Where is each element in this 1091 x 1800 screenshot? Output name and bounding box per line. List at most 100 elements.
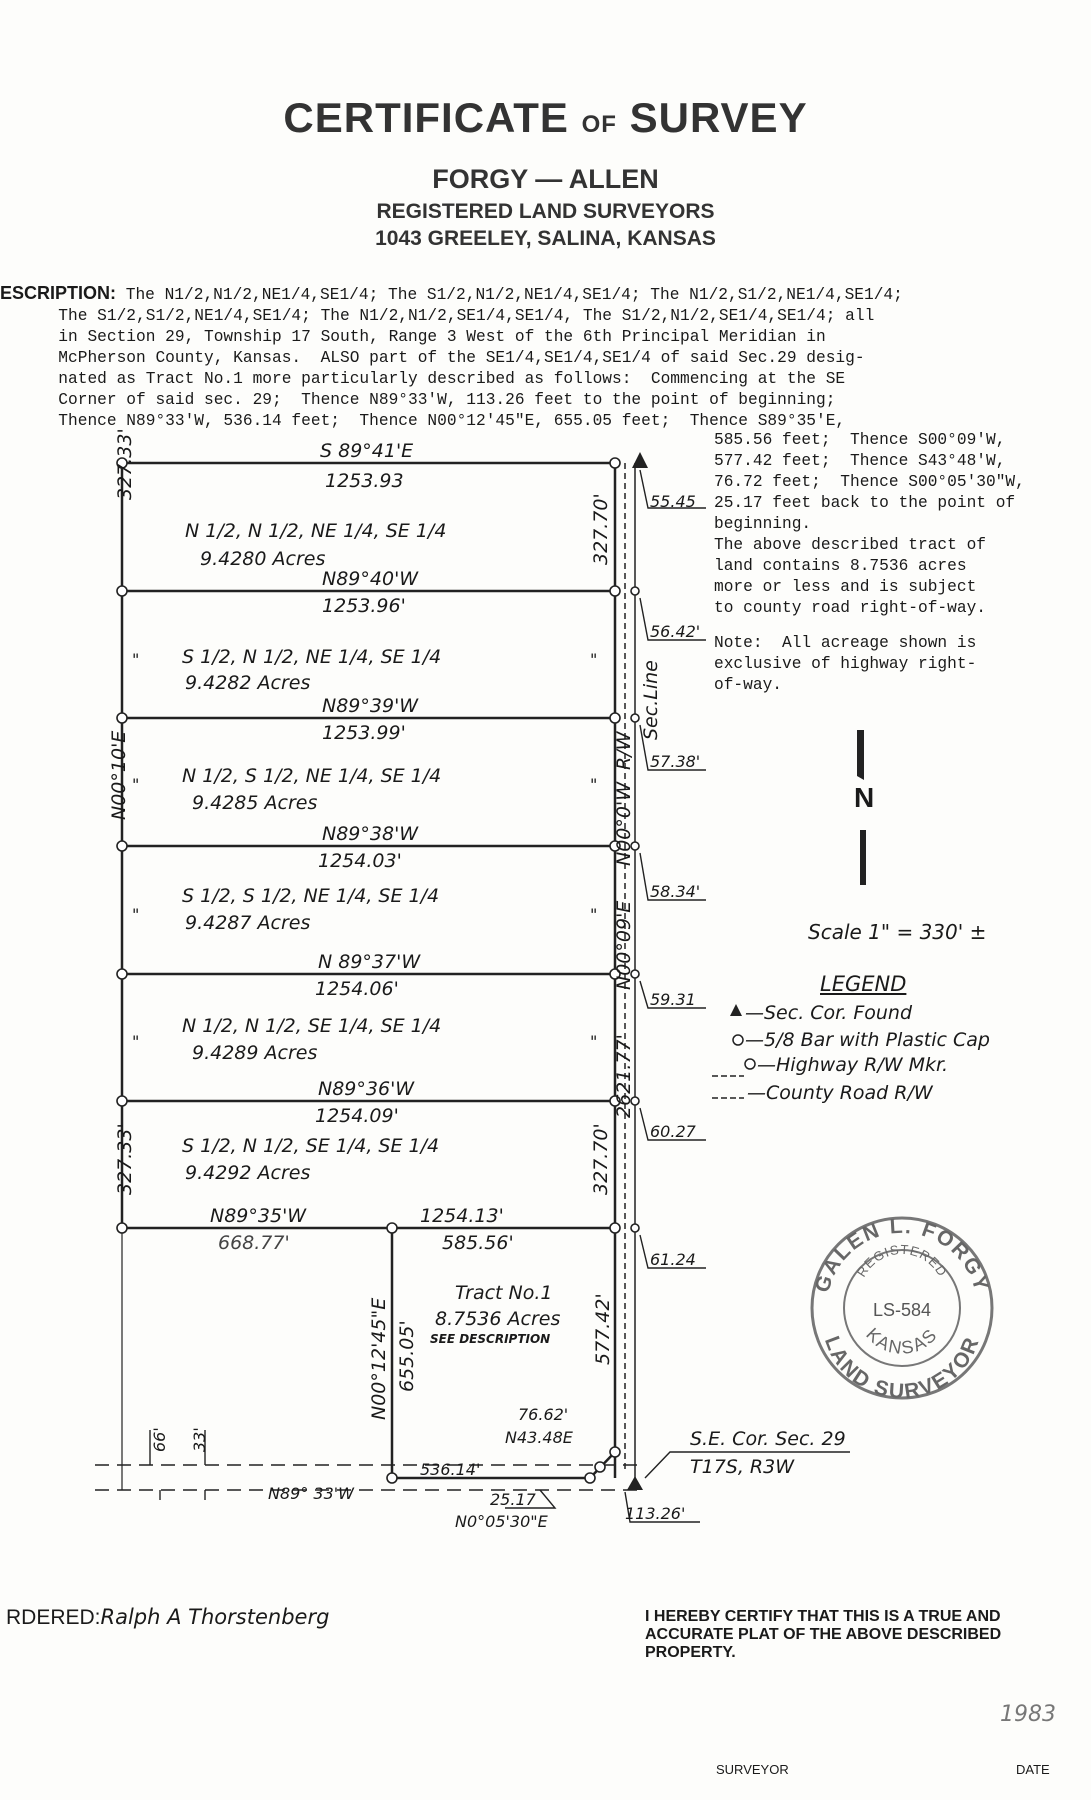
tract-acres: 9.4292 Acres <box>185 1162 311 1184</box>
bar-marker <box>609 1222 621 1234</box>
ditto-mark: " <box>132 650 140 669</box>
corner-label: S.E. Cor. Sec. 29 <box>690 1428 846 1450</box>
description-line: 585.56 feet; Thence S00°09'W, <box>714 431 1006 449</box>
note-line: Note: All acreage shown is <box>714 634 977 652</box>
south-distance: 536.14' <box>420 1460 481 1479</box>
description-line: 577.42 feet; Thence S43°48'W, <box>714 452 1006 470</box>
right-bottom-distance: 327.70' <box>590 1123 612 1195</box>
legend-item: —Highway R/W Mkr. <box>757 1054 949 1076</box>
left-bottom-distance: 327.33' <box>114 1123 136 1195</box>
bottom-right-distance: 585.56' <box>442 1232 514 1254</box>
seal-state: KANSAS <box>862 1324 940 1358</box>
corner-township: T17S, R3W <box>690 1456 794 1478</box>
section-corner-found-icon <box>632 452 648 468</box>
tract-name: S 1/2, N 1/2, NE 1/4, SE 1/4 <box>182 646 442 668</box>
line-bearing: N89°40'W <box>322 568 419 590</box>
tract-name: S 1/2, N 1/2, SE 1/4, SE 1/4 <box>182 1135 440 1157</box>
tract1-see-description: SEE DESCRIPTION <box>430 1332 551 1346</box>
title-survey: SURVEY <box>629 94 808 141</box>
description-continued: 585.56 feet; Thence S00°09'W, 577.42 fee… <box>714 430 1025 619</box>
rw-marker <box>630 1096 640 1106</box>
certification-statement: I HEREBY CERTIFY THAT THIS IS A TRUE AND… <box>645 1608 1002 1661</box>
ditto-mark: " <box>132 1032 140 1051</box>
ditto-mark: " <box>590 905 598 924</box>
tract-acres: 9.4282 Acres <box>185 672 311 694</box>
bar-marker <box>609 840 621 852</box>
offset-leader <box>639 1107 706 1141</box>
tract1-name: Tract No.1 <box>455 1282 553 1304</box>
corner-leader <box>644 1451 850 1479</box>
bar-marker <box>386 1222 398 1234</box>
bar-marker <box>386 1472 398 1484</box>
offset-leader <box>639 980 706 1009</box>
short-bearing: N0°05'30"E <box>455 1512 548 1531</box>
tract1-east-distance: 577.42' <box>592 1293 614 1365</box>
bottom-left-distance: 668.77' <box>218 1232 290 1254</box>
rw-marker <box>630 841 640 851</box>
bar-marker <box>609 457 621 469</box>
top-distance: 1253.93 <box>325 470 404 492</box>
acreage-note: Note: All acreage shown is exclusive of … <box>714 633 976 696</box>
scale-label: Scale 1" = 330' ± <box>808 920 987 944</box>
description-line: Thence N89°33'W, 536.14 feet; Thence N00… <box>58 412 846 430</box>
legend-item: —5/8 Bar with Plastic Cap <box>745 1029 990 1051</box>
offset-leader <box>639 1234 706 1269</box>
line-distance: 1254.06' <box>315 978 399 1000</box>
description-line: The above described tract of <box>714 536 986 554</box>
diagonal-distance: 76.62' <box>518 1405 569 1424</box>
short-leader <box>505 1489 557 1509</box>
description-line: in Section 29, Township 17 South, Range … <box>58 328 826 346</box>
tract-acres: 9.4289 Acres <box>192 1042 318 1064</box>
svg-text:KANSAS: KANSAS <box>862 1324 942 1358</box>
description-line: The S1/2,S1/2,NE1/4,SE1/4; The N1/2,N1/2… <box>58 307 875 325</box>
ditto-mark: " <box>132 775 140 794</box>
offset-distance: 58.34' <box>650 882 701 901</box>
road-66: 66' <box>150 1427 169 1452</box>
offset-leader <box>639 724 706 771</box>
ordered-name: Ralph A Thorstenberg <box>100 1605 330 1629</box>
east-bearing: N00°0'W <box>613 782 635 866</box>
bar-marker <box>609 1446 621 1458</box>
bar-marker <box>116 840 128 852</box>
legend-bar-icon <box>732 1034 744 1046</box>
title-certificate: CERTIFICATE <box>283 94 569 141</box>
legend-rw-marker-icon <box>744 1058 756 1070</box>
line-bearing: N 89°37'W <box>318 951 421 973</box>
signed-year: 1983 <box>1000 1702 1056 1727</box>
surveyor-seal: GALEN L. FORGY LAND SURVEYOR REGISTERED … <box>810 1215 994 1403</box>
bar-marker <box>116 457 128 469</box>
description-line: 25.17 feet back to the point of <box>714 494 1016 512</box>
bar-marker <box>609 585 621 597</box>
firm-address: 1043 GREELEY, SALINA, KANSAS <box>375 227 716 250</box>
ditto-mark: " <box>590 650 598 669</box>
seal-registered: REGISTERED <box>854 1242 950 1280</box>
line-distance: 1254.03' <box>318 850 402 872</box>
rw-label: R/W <box>613 731 635 770</box>
ditto-mark: " <box>590 775 598 794</box>
offset-distance: 61.24 <box>650 1250 696 1269</box>
bar-marker <box>116 968 128 980</box>
road-bearing: N89° 33'W <box>268 1484 354 1503</box>
ordered-label: RDERED: <box>6 1606 101 1629</box>
description-line: nated as Tract No.1 more particularly de… <box>58 370 846 388</box>
note-line: exclusive of highway right- <box>714 655 977 673</box>
north-arrow-icon <box>857 730 866 885</box>
tract1-acres: 8.7536 Acres <box>435 1308 561 1330</box>
ditto-mark: " <box>132 905 140 924</box>
line-distance: 1253.96' <box>322 595 406 617</box>
description-line: The N1/2,N1/2,NE1/4,SE1/4; The S1/2,N1/2… <box>125 286 903 304</box>
tract-name: N 1/2, N 1/2, SE 1/4, SE 1/4 <box>182 1015 442 1037</box>
bar-marker <box>609 712 621 724</box>
right-total-distance: 2621.77' <box>613 1034 635 1118</box>
description-line: Corner of said sec. 29; Thence N89°33'W,… <box>58 391 836 409</box>
left-bearing: N00°10'E <box>108 730 130 820</box>
legend-item: —County Road R/W <box>747 1082 933 1104</box>
firm-subtitle: REGISTERED LAND SURVEYORS <box>376 200 715 223</box>
right-bearing: N00°09'E <box>613 900 635 990</box>
tract-name: N 1/2, S 1/2, NE 1/4, SE 1/4 <box>182 765 442 787</box>
seal-number: LS-584 <box>873 1300 931 1320</box>
description-line: to county road right-of-way. <box>714 599 986 617</box>
bar-marker <box>116 712 128 724</box>
tract-name: N 1/2, N 1/2, NE 1/4, SE 1/4 <box>185 520 447 542</box>
